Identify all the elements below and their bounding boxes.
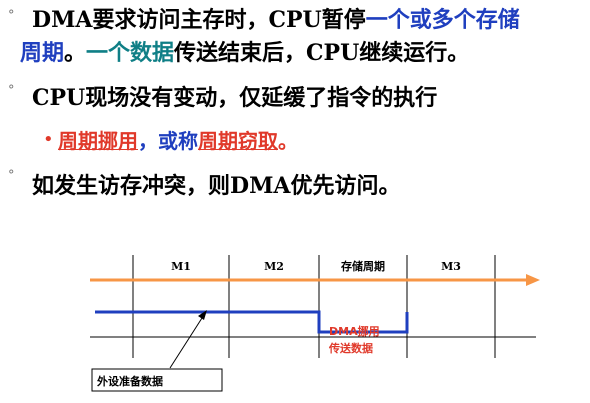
bullet-marker-3: °: [8, 168, 15, 183]
bullet-3-line: 如发生访存冲突，则DMA优先访问。: [32, 174, 401, 198]
dma-label-line-1: DMA挪用: [329, 324, 380, 338]
phase-label-m1: M1: [171, 260, 191, 273]
bullet-1-text-f: 传送结束后，CPU继续运行。: [174, 40, 470, 66]
dma-signal-line: [95, 310, 409, 334]
bullet-1-text-b: 一个或多个存储: [365, 7, 520, 33]
sub-bullet-term-2: 周期窃取: [198, 129, 278, 153]
phase-label-m2: M2: [264, 260, 284, 273]
device-label-box: [91, 368, 223, 392]
bullet-1-text-d: 。: [64, 40, 87, 66]
sub-bullet-text-1: ，或称: [138, 129, 198, 153]
bullet-1-text-c: 周期: [20, 40, 65, 66]
bullet-marker-2: °: [8, 83, 15, 98]
timeline-arrow-head: [526, 274, 540, 286]
sub-bullet-line: 周期挪用，或称周期窃取。: [58, 130, 298, 152]
device-label: 外设准备数据: [96, 374, 163, 388]
bullet-1-text-a: DMA要求访问主存时，CPU暂停: [32, 7, 366, 33]
sub-bullet-term-1: 周期挪用: [58, 129, 138, 153]
bullet-2-line: CPU现场没有变动，仅延缓了指令的执行: [32, 86, 437, 110]
bullet-2-text: CPU现场没有变动，仅延缓了指令的执行: [32, 85, 438, 111]
phase-label-m3: M3: [441, 260, 461, 273]
bullet-marker-1: °: [8, 8, 15, 23]
device-pointer-head: [198, 310, 207, 320]
bullet-1-line-1: DMA要求访问主存时，CPU暂停一个或多个存储: [32, 8, 520, 32]
phase-label-storage-cycle: 存储周期: [341, 259, 385, 273]
dma-label-line-2: 传送数据: [328, 341, 373, 355]
sub-bullet-text-2: 。: [278, 129, 298, 153]
sub-bullet-marker: •: [43, 129, 54, 150]
bullet-1-text-e: 一个数据: [86, 40, 175, 66]
device-pointer-line: [169, 317, 203, 369]
bullet-1-line-2: 周期。一个数据传送结束后，CPU继续运行。: [20, 41, 469, 65]
bullet-3-text: 如发生访存冲突，则DMA优先访问。: [32, 173, 401, 199]
